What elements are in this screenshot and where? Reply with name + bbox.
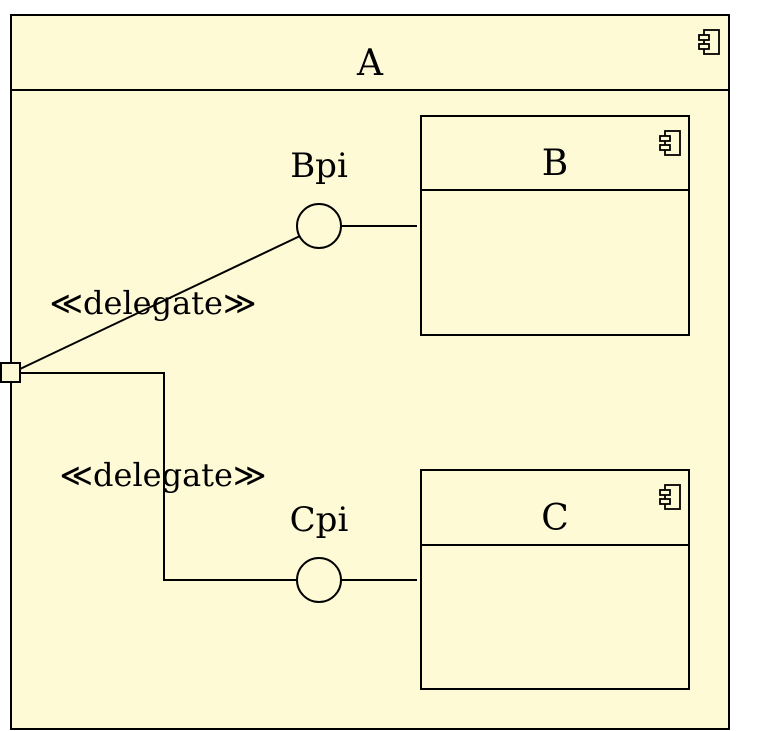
component-b-name: B — [542, 143, 568, 184]
interface-cpi-circle — [296, 557, 342, 603]
delegate-label-cpi: ≪delegate≫ — [60, 456, 267, 494]
component-icon — [659, 484, 681, 510]
component-c-name: C — [541, 498, 569, 539]
interface-bpi-name: Bpi — [290, 146, 348, 186]
component-b: B — [420, 115, 690, 336]
component-a-name: A — [356, 43, 384, 84]
delegate-label-bpi: ≪delegate≫ — [50, 284, 257, 322]
component-b-box — [420, 115, 690, 336]
component-c-box — [420, 469, 690, 690]
port — [0, 362, 21, 383]
interface-bpi-circle — [296, 203, 342, 249]
component-c: C — [420, 469, 690, 690]
interface-cpi: Cpi — [290, 500, 417, 603]
interface-bpi: Bpi — [290, 146, 417, 249]
component-icon — [659, 130, 681, 156]
interface-cpi-name: Cpi — [290, 500, 349, 540]
component-icon — [698, 29, 720, 55]
delegate-connector-bpi — [19, 235, 301, 370]
delegate-connector-cpi — [20, 372, 297, 581]
